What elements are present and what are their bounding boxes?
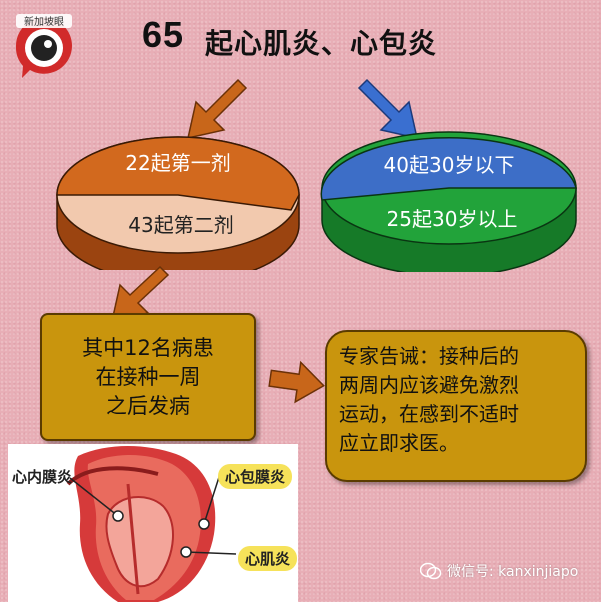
title-count: 65	[142, 14, 185, 55]
box-onset-line-3: 之后发病	[106, 393, 190, 418]
pie-left: 22起第一剂 43起第二剂	[56, 136, 300, 270]
pie-right: 40起30岁以下 25起30岁以上	[320, 131, 577, 272]
pie-left-label-1: 22起第一剂	[125, 151, 230, 175]
label-myocarditis: 心肌炎	[238, 546, 298, 571]
pie-right-label-2: 25起30岁以上	[387, 207, 518, 231]
box-advice-line-2: 两周内应该避免激烈	[339, 373, 519, 397]
label-pericarditis: 心包膜炎	[218, 464, 293, 489]
box-advice-line-1: 专家告诫：接种后的	[339, 344, 519, 368]
watermark-text: 微信号: kanxinjiapo	[447, 564, 579, 580]
box-advice-line-4: 应立即求医。	[339, 431, 459, 455]
watermark: 微信号: kanxinjiapo	[420, 557, 600, 585]
box-advice-line-3: 运动，在感到不适时	[339, 402, 519, 426]
label-endocarditis: 心内膜炎	[12, 468, 73, 486]
arrow-right	[268, 360, 325, 404]
pie-left-slice-1	[56, 136, 300, 211]
box-onset-line-1: 其中12名病患	[82, 335, 214, 360]
box-expert-advice: 专家告诫：接种后的 两周内应该避免激烈 运动，在感到不适时 应立即求医。	[325, 330, 587, 482]
wechat-icon	[420, 562, 442, 580]
pie-right-slice-1	[320, 136, 577, 201]
heart-icon	[66, 446, 237, 602]
logo-text: 新加坡眼	[24, 15, 64, 28]
arrow-down-right	[357, 78, 418, 139]
pie-right-label-1: 40起30岁以下	[384, 153, 515, 177]
box-onset-line-2: 在接种一周	[95, 364, 201, 389]
pie-left-label-2: 43起第二剂	[128, 213, 233, 237]
title-text: 起心肌炎、心包炎	[205, 27, 438, 60]
logo: 新加坡眼	[10, 8, 78, 80]
box-onset-note: 其中12名病患 在接种一周 之后发病	[40, 313, 256, 441]
heart-illustration: 心内膜炎 心包膜炎 心肌炎	[8, 444, 298, 602]
arrow-down-left-1	[187, 78, 248, 139]
title: 65 起心肌炎、心包炎	[0, 0, 601, 70]
